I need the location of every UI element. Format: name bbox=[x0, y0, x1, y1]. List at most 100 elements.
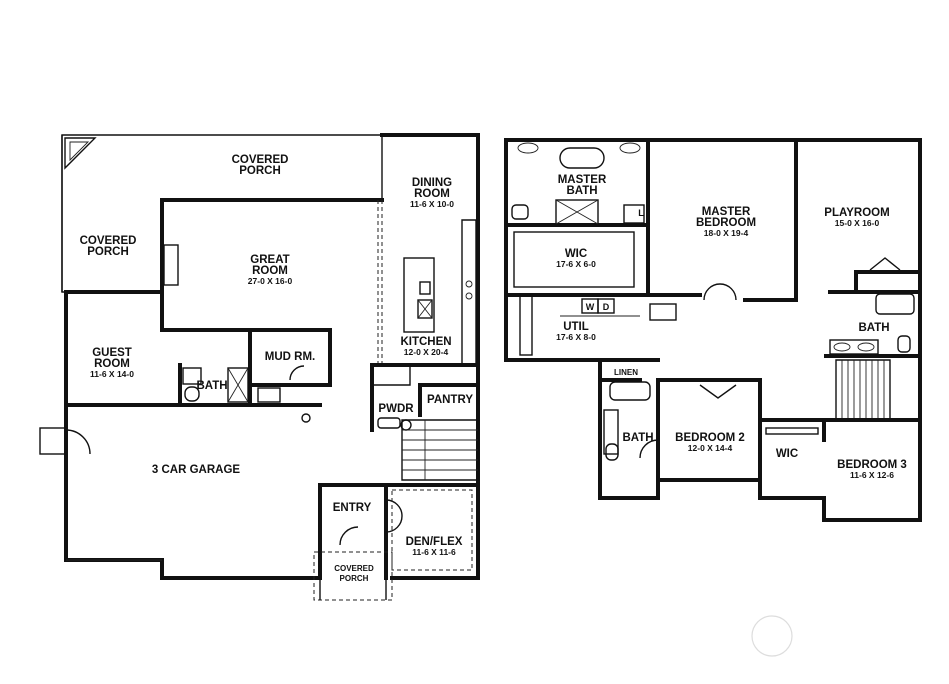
room-dimensions: 12-0 X 20-4 bbox=[404, 347, 449, 357]
svg-text:KITCHEN: KITCHEN bbox=[400, 336, 451, 348]
svg-text:18-0 X 19-4: 18-0 X 19-4 bbox=[704, 228, 749, 238]
stair-treads-second-floor bbox=[841, 360, 885, 420]
room-dimensions: 11-6 X 10-0 bbox=[410, 199, 454, 209]
room-dimensions: 11-6 X 14-0 bbox=[90, 369, 134, 379]
svg-text:WIC: WIC bbox=[776, 448, 798, 460]
room-label: GUEST bbox=[92, 347, 132, 359]
svg-text:BATH: BATH bbox=[622, 432, 653, 444]
svg-text:PWDR: PWDR bbox=[378, 403, 414, 415]
dryer-label: D bbox=[603, 302, 610, 312]
svg-text:DINING: DINING bbox=[412, 177, 452, 189]
room-label: PORCH bbox=[239, 165, 281, 177]
svg-text:BATH: BATH bbox=[858, 322, 889, 334]
svg-text:MASTER: MASTER bbox=[702, 206, 751, 218]
svg-text:W: W bbox=[586, 302, 595, 312]
room-label: BATH bbox=[566, 185, 597, 197]
room-label: MASTER bbox=[558, 174, 607, 186]
room-label: KITCHEN bbox=[400, 336, 451, 348]
svg-text:17-6 X 8-0: 17-6 X 8-0 bbox=[556, 332, 596, 342]
svg-text:WIC: WIC bbox=[565, 248, 587, 260]
room-label: PANTRY bbox=[427, 394, 473, 406]
room-label: COVERED bbox=[232, 154, 289, 166]
second-floor-plan bbox=[504, 138, 922, 522]
room-dimensions: 17-6 X 8-0 bbox=[556, 332, 596, 342]
svg-text:D: D bbox=[603, 302, 610, 312]
svg-text:BATH: BATH bbox=[196, 380, 227, 392]
svg-text:ENTRY: ENTRY bbox=[333, 502, 372, 514]
svg-text:COVERED: COVERED bbox=[80, 235, 137, 247]
room-label: PLAYROOM bbox=[824, 207, 889, 219]
svg-text:MUD RM.: MUD RM. bbox=[265, 351, 315, 363]
second-floor-labels: MASTER BATH MASTER BEDROOM 18-0 X 19-4 P… bbox=[556, 174, 907, 480]
svg-text:27-0 X 16-0: 27-0 X 16-0 bbox=[248, 276, 293, 286]
room-label: WIC bbox=[565, 248, 587, 260]
svg-text:PANTRY: PANTRY bbox=[427, 394, 473, 406]
room-label: COVERED bbox=[80, 235, 137, 247]
svg-text:PLAYROOM: PLAYROOM bbox=[824, 207, 889, 219]
svg-text:MASTER: MASTER bbox=[558, 174, 607, 186]
room-label: MASTER bbox=[702, 206, 751, 218]
first-floor-plan bbox=[39, 133, 480, 601]
room-label: BEDROOM 2 bbox=[675, 432, 745, 444]
svg-text:11-6 X 10-0: 11-6 X 10-0 bbox=[410, 199, 454, 209]
svg-text:PORCH: PORCH bbox=[340, 574, 369, 583]
linen-closet-label: L bbox=[638, 208, 644, 218]
svg-text:12-0 X 20-4: 12-0 X 20-4 bbox=[404, 347, 449, 357]
room-label: DEN/FLEX bbox=[406, 536, 463, 548]
first-floor-labels: COVERED PORCH COVERED PORCH GREAT ROOM 2… bbox=[80, 154, 474, 583]
room-label: WIC bbox=[776, 448, 798, 460]
watermark-circle-icon bbox=[751, 615, 793, 657]
room-label: LINEN bbox=[614, 368, 638, 377]
room-label: ROOM bbox=[252, 265, 288, 277]
room-label: UTIL bbox=[563, 321, 589, 333]
svg-text:PORCH: PORCH bbox=[239, 165, 281, 177]
room-label: BEDROOM bbox=[696, 217, 756, 229]
svg-text:GREAT: GREAT bbox=[250, 254, 289, 266]
room-label: ENTRY bbox=[333, 502, 372, 514]
room-label: GREAT bbox=[250, 254, 289, 266]
svg-text:L: L bbox=[638, 208, 644, 218]
svg-text:PORCH: PORCH bbox=[87, 246, 129, 258]
room-dimensions: 18-0 X 19-4 bbox=[704, 228, 749, 238]
svg-text:LINEN: LINEN bbox=[614, 368, 638, 377]
room-dimensions: 27-0 X 16-0 bbox=[248, 276, 293, 286]
svg-text:BEDROOM 2: BEDROOM 2 bbox=[675, 432, 745, 444]
room-label: DINING bbox=[412, 177, 452, 189]
room-label: MUD RM. bbox=[265, 351, 315, 363]
svg-text:DEN/FLEX: DEN/FLEX bbox=[406, 536, 463, 548]
room-label: BATH bbox=[196, 380, 227, 392]
svg-text:11-6 X 14-0: 11-6 X 14-0 bbox=[90, 369, 134, 379]
svg-text:17-6 X 6-0: 17-6 X 6-0 bbox=[556, 259, 596, 269]
svg-text:11-6 X 11-6: 11-6 X 11-6 bbox=[412, 547, 456, 557]
room-label: ROOM bbox=[94, 358, 130, 370]
svg-text:11-6 X 12-6: 11-6 X 12-6 bbox=[850, 470, 894, 480]
svg-text:GUEST: GUEST bbox=[92, 347, 132, 359]
svg-text:3 CAR GARAGE: 3 CAR GARAGE bbox=[152, 464, 241, 476]
svg-text:BEDROOM 3: BEDROOM 3 bbox=[837, 459, 907, 471]
room-label: ROOM bbox=[414, 188, 450, 200]
room-label: PWDR bbox=[378, 403, 414, 415]
stair-treads-first-floor bbox=[402, 420, 478, 480]
svg-text:ROOM: ROOM bbox=[94, 358, 130, 370]
svg-text:ROOM: ROOM bbox=[414, 188, 450, 200]
room-dimensions: 12-0 X 14-4 bbox=[688, 443, 733, 453]
washer-label: W bbox=[586, 302, 595, 312]
svg-text:COVERED: COVERED bbox=[232, 154, 289, 166]
room-dimensions: 15-0 X 16-0 bbox=[835, 218, 880, 228]
room-dimensions: 17-6 X 6-0 bbox=[556, 259, 596, 269]
svg-text:12-0 X 14-4: 12-0 X 14-4 bbox=[688, 443, 733, 453]
svg-text:COVERED: COVERED bbox=[334, 564, 374, 573]
room-label: COVERED bbox=[334, 564, 374, 573]
svg-text:BATH: BATH bbox=[566, 185, 597, 197]
room-label: BEDROOM 3 bbox=[837, 459, 907, 471]
room-label: PORCH bbox=[87, 246, 129, 258]
room-label: 3 CAR GARAGE bbox=[152, 464, 241, 476]
room-label: BATH bbox=[622, 432, 653, 444]
svg-text:BEDROOM: BEDROOM bbox=[696, 217, 756, 229]
room-label: BATH bbox=[858, 322, 889, 334]
svg-text:UTIL: UTIL bbox=[563, 321, 589, 333]
svg-text:15-0 X 16-0: 15-0 X 16-0 bbox=[835, 218, 880, 228]
svg-text:ROOM: ROOM bbox=[252, 265, 288, 277]
room-dimensions: 11-6 X 12-6 bbox=[850, 470, 894, 480]
